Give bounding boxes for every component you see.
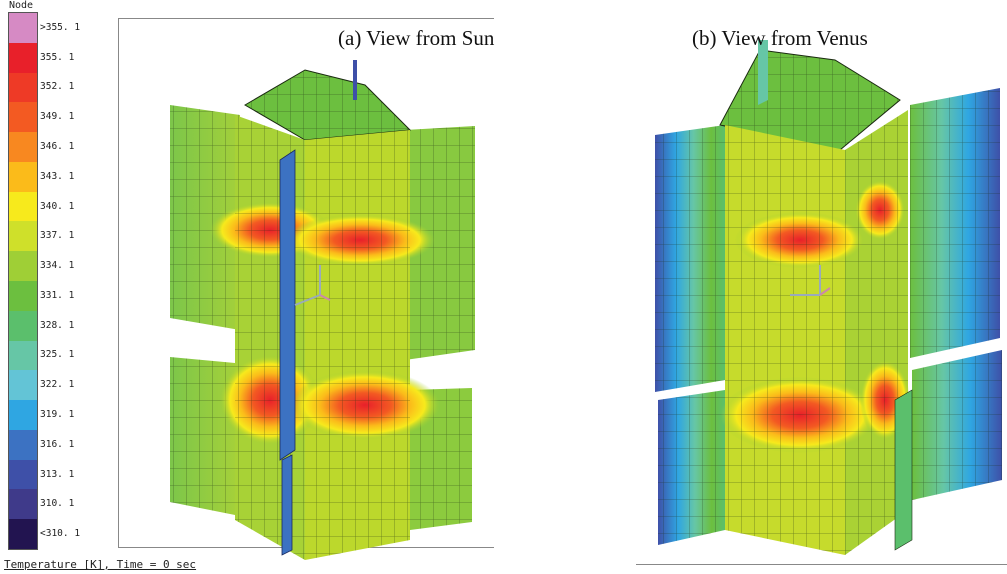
legend-tick-label: >355. 1 [40,21,81,33]
legend-tick-label: 355. 1 [40,51,75,63]
legend-tick-label: <310. 1 [40,528,81,540]
legend-swatch [9,489,37,520]
legend-swatch [9,459,37,490]
caption-view-from-sun: (a) View from Sun [338,26,495,50]
legend-tick-label: 340. 1 [40,200,75,212]
color-legend [8,12,38,550]
legend-tick-label: 322. 1 [40,379,75,391]
axis-triad [790,265,831,296]
legend-tick-label: 328. 1 [40,319,75,331]
legend-swatch [9,310,37,341]
legend-swatch [9,72,37,103]
legend-tick-label: 349. 1 [40,111,75,123]
legend-tick-label: 352. 1 [40,81,75,93]
legend-swatch [9,340,37,371]
legend-swatch [9,13,37,43]
legend-tick-label: 313. 1 [40,468,75,480]
legend-tick-label: 343. 1 [40,170,75,182]
legend-swatch [9,161,37,192]
view-b-baseline [636,564,1007,565]
legend-swatch [9,519,37,550]
axis-triad [294,265,331,306]
legend-swatch [9,251,37,282]
legend-tick-label: 310. 1 [40,498,75,510]
legend-tick-label: 346. 1 [40,141,75,152]
spacecraft-model-view-from-sun [170,60,475,560]
legend-tick-label: 337. 1 [40,230,75,242]
legend-swatch [9,132,37,163]
legend-tick-label: 334. 1 [40,260,75,272]
legend-swatch [9,281,37,311]
antenna-blade [758,40,768,105]
legend-swatch [9,191,37,222]
legend-swatch [9,42,37,73]
temperature-time-label: Temperature [K], Time = 0 sec [4,558,197,571]
caption-view-from-venus: (b) View from Venus [692,26,868,50]
legend-tick-label: 316. 1 [40,438,75,450]
spacecraft-model-view-from-venus [655,40,1002,555]
legend-title: Node [9,0,34,11]
legend-swatch [9,102,37,133]
legend-swatch [9,400,37,431]
antenna-blade [279,149,296,461]
legend-tick-label: 325. 1 [40,349,75,361]
legend-swatch [9,370,37,401]
legend-tick-label: 319. 1 [40,409,75,420]
legend-swatch [9,429,37,460]
legend-tick-label: 331. 1 [40,289,75,301]
legend-swatch [9,221,37,252]
